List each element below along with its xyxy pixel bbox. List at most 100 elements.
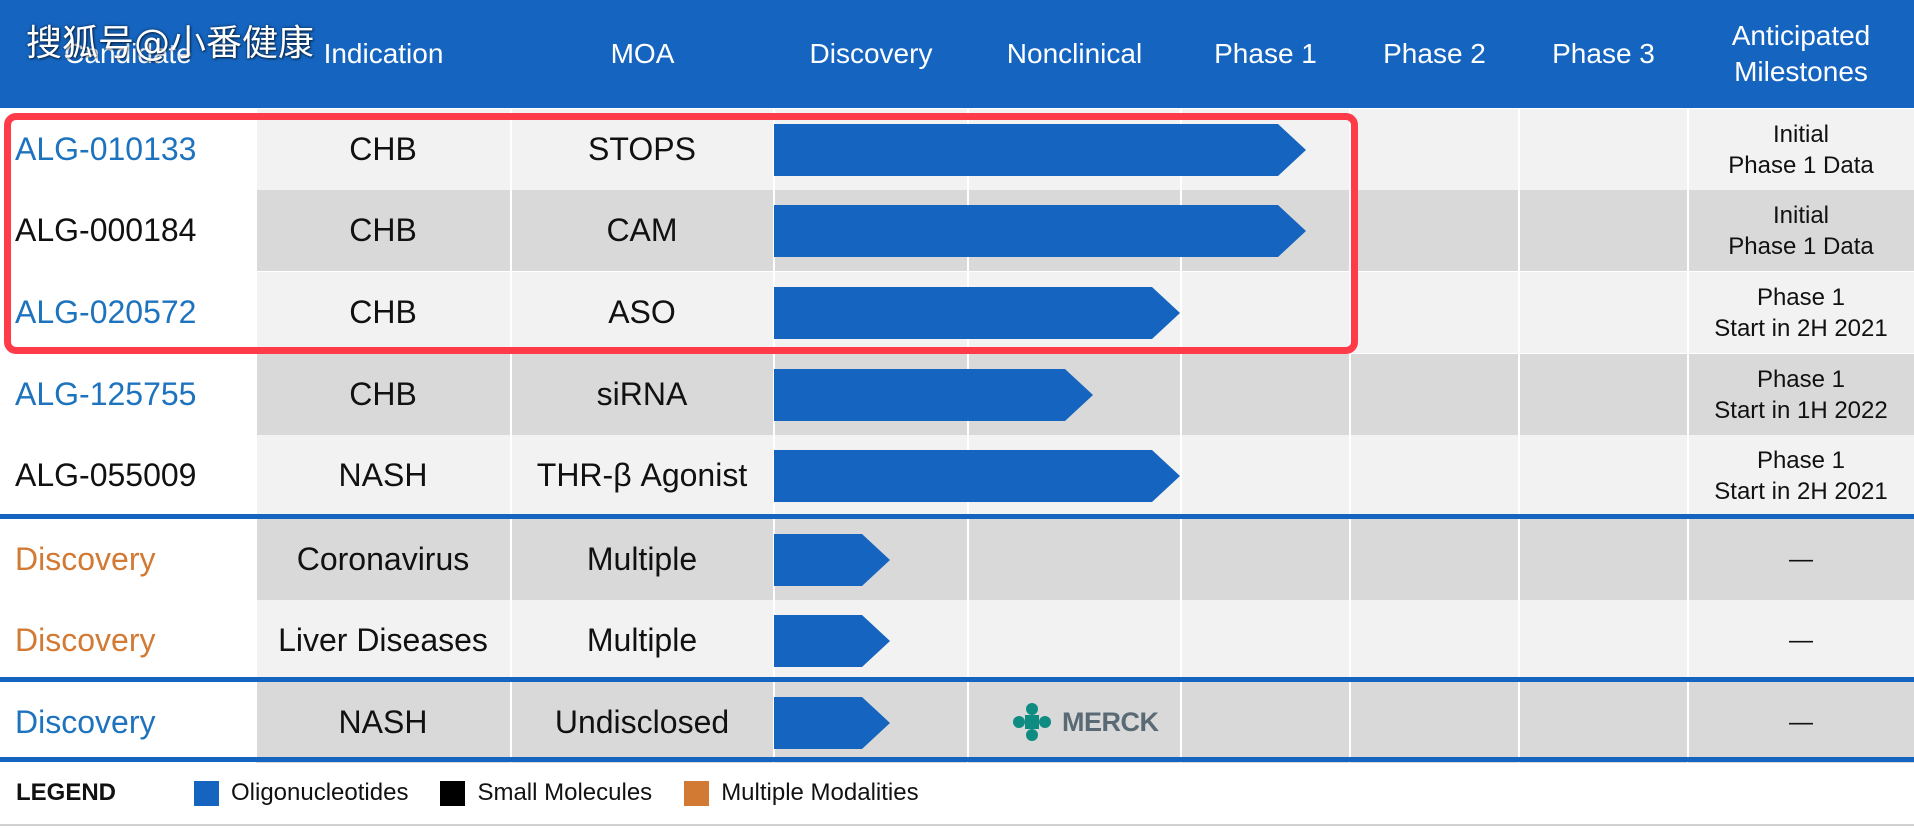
indication-cell: Liver Diseases [256, 600, 510, 681]
candidate-cell: ALG-055009 [0, 435, 255, 516]
moa-cell: siRNA [511, 354, 773, 435]
legend-swatch [684, 780, 710, 806]
column-divider [255, 108, 257, 758]
legend-item-small-molecules: Small Molecules [440, 779, 652, 807]
progress-bar [774, 615, 890, 667]
stage-cell [968, 600, 1180, 681]
stage-cell [1519, 435, 1687, 516]
stage-cell [1350, 272, 1518, 353]
section-separator [0, 514, 1914, 519]
stage-cell [1181, 600, 1349, 681]
stage-cell [1519, 682, 1687, 763]
candidate-cell: Discovery [0, 519, 255, 600]
section-separator [0, 677, 1914, 682]
candidate-cell: ALG-000184 [0, 190, 255, 271]
column-divider [967, 108, 969, 758]
pipeline-header: Candidate Indication MOA Discovery Noncl… [0, 0, 1914, 108]
header-phase3: Phase 3 [1552, 38, 1655, 69]
progress-bar [774, 287, 1180, 339]
header-phase1: Phase 1 [1214, 38, 1317, 69]
stage-cell [1350, 354, 1518, 435]
indication-cell: CHB [256, 354, 510, 435]
column-divider [773, 108, 775, 758]
moa-cell: Multiple [511, 600, 773, 681]
header-moa: MOA [610, 38, 675, 69]
legend-label: Multiple Modalities [721, 779, 919, 806]
stage-cell [1350, 109, 1518, 190]
stage-cell [1350, 435, 1518, 516]
progress-bar [774, 124, 1306, 176]
header-candidate: Candidate [64, 38, 192, 69]
column-divider [1180, 108, 1182, 758]
header-phase2: Phase 2 [1383, 38, 1486, 69]
milestone-cell: Phase 1 Start in 2H 2021 [1688, 272, 1914, 353]
stage-cell [1519, 354, 1687, 435]
legend-swatch [440, 780, 466, 806]
indication-cell: CHB [256, 272, 510, 353]
stage-cell [1519, 272, 1687, 353]
moa-cell: ASO [511, 272, 773, 353]
stage-cell [1350, 600, 1518, 681]
milestone-cell: Phase 1 Start in 2H 2021 [1688, 435, 1914, 516]
milestone-cell: — [1688, 682, 1914, 763]
milestone-cell: — [1688, 600, 1914, 681]
stage-cell [1181, 354, 1349, 435]
stage-cell [968, 682, 1180, 763]
watermark-text: 搜狐号@小番健康 [26, 23, 315, 64]
legend-label: Small Molecules [477, 779, 653, 806]
merck-logo: MERCK [1012, 700, 1159, 744]
section-separator [0, 757, 1914, 762]
candidate-cell: ALG-020572 [0, 272, 255, 353]
milestone-cell: Initial Phase 1 Data [1688, 109, 1914, 190]
stage-cell [1519, 190, 1687, 271]
moa-cell: STOPS [511, 109, 773, 190]
legend-swatch [194, 780, 219, 806]
progress-bar [774, 697, 890, 749]
header-milestones: Anticipated Milestones [1731, 20, 1871, 87]
stage-cell [1519, 109, 1687, 190]
header-indication: Indication [323, 38, 444, 69]
column-divider [1349, 108, 1351, 758]
moa-cell: Multiple [511, 519, 773, 600]
legend-item-oligonucleotides: Oligonucleotides [194, 779, 408, 807]
column-divider [1687, 108, 1689, 758]
moa-cell: CAM [511, 190, 773, 271]
merck-wordmark: MERCK [1062, 706, 1159, 737]
stage-cell [1350, 682, 1518, 763]
progress-bar [774, 450, 1180, 502]
candidate-cell: Discovery [0, 682, 255, 763]
candidate-cell: ALG-010133 [0, 109, 255, 190]
indication-cell: NASH [256, 435, 510, 516]
table-row: DiscoveryNASHUndisclosed — [0, 682, 1914, 763]
table-row: DiscoveryCoronavirusMultiple — [0, 519, 1914, 600]
candidate-cell: ALG-125755 [0, 354, 255, 435]
indication-cell: CHB [256, 190, 510, 271]
progress-bar [774, 369, 1093, 421]
merck-mark-icon [1013, 703, 1051, 741]
milestone-cell: Phase 1 Start in 1H 2022 [1688, 354, 1914, 435]
moa-cell: Undisclosed [511, 682, 773, 763]
legend-title: LEGEND [16, 779, 117, 806]
stage-cell [1181, 519, 1349, 600]
stage-cell [1181, 272, 1349, 353]
header-nonclinical: Nonclinical [1006, 38, 1143, 69]
progress-bar [774, 205, 1306, 257]
header-discovery: Discovery [809, 38, 933, 69]
indication-cell: Coronavirus [256, 519, 510, 600]
stage-cell [1519, 519, 1687, 600]
legend-item-multiple-modalities: Multiple Modalities [684, 779, 919, 807]
legend: LEGEND Oligonucleotides Small Molecules … [0, 764, 1914, 822]
milestone-cell: Initial Phase 1 Data [1688, 190, 1914, 271]
stage-cell [1519, 600, 1687, 681]
stage-cell [1350, 519, 1518, 600]
indication-cell: NASH [256, 682, 510, 763]
stage-cell [1350, 190, 1518, 271]
milestone-cell: — [1688, 519, 1914, 600]
stage-cell [1181, 435, 1349, 516]
stage-cell [1181, 682, 1349, 763]
